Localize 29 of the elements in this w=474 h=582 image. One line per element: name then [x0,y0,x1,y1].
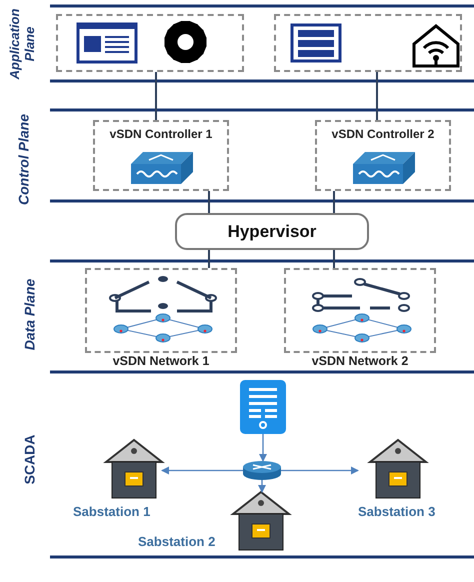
substation-label: Sabstation 1 [73,504,150,519]
node-title: vSDN Controller 1 [108,127,214,141]
router-icon [243,461,281,480]
arrow [258,480,266,493]
dashed-box [56,14,244,72]
connector-line [333,191,335,213]
server-icon [240,380,286,434]
substation-label: Sabstation 2 [138,534,216,549]
hypervisor-box [175,213,369,250]
substation-label: Sabstation 3 [358,504,436,519]
controller-box [315,120,451,191]
node-title: vSDN Controller 2 [330,127,436,141]
connector-line [376,72,378,120]
controller-box [93,120,229,191]
plane-label: Data Plane [22,278,38,352]
arrow [281,466,359,474]
connector-line [333,250,335,268]
plane-label: Application Plane [7,8,37,82]
plane-label: SCADA [22,434,38,486]
dashed-box [274,14,462,72]
plane-label: Control Plane [16,113,32,208]
network-label: vSDN Network 1 [112,354,210,368]
arrow [259,434,267,462]
node-title: Hypervisor [228,222,316,242]
network-label: vSDN Network 2 [310,354,410,368]
connector-line [155,72,157,120]
arrow [161,466,243,474]
connector-line [208,250,210,268]
connector-line [208,191,210,213]
